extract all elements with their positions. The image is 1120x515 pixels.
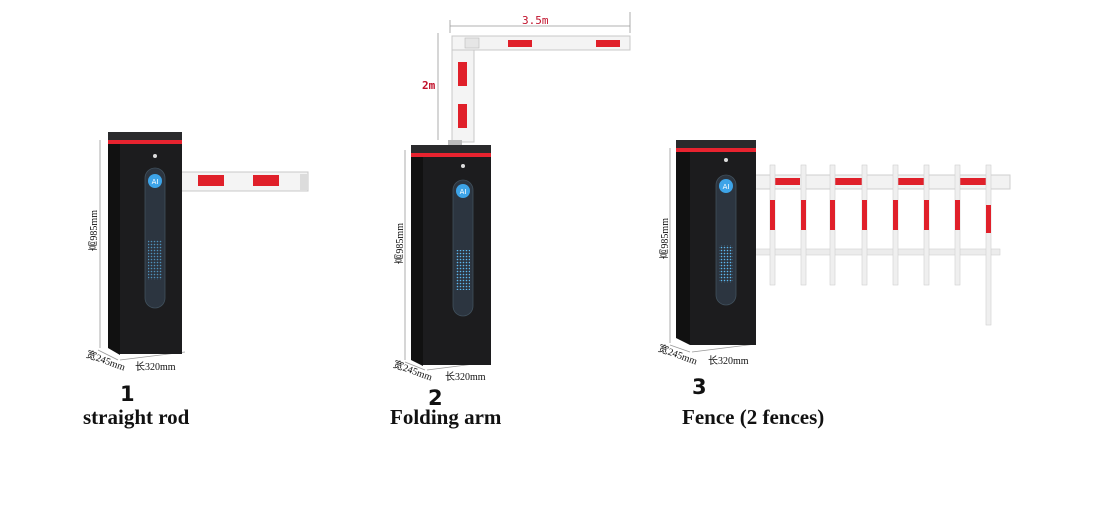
barrier-fence: AI 高985mm 宽245mm 长320mm 3 Fence (2 fence… — [0, 0, 1011, 429]
folding-arm-horizontal — [451, 35, 631, 51]
barrier-caption: Folding arm — [390, 405, 502, 429]
length-dimension-label: 长320mm — [445, 372, 486, 383]
barrier-caption: straight rod — [83, 405, 190, 429]
length-dimension-label: 长320mm — [135, 362, 176, 373]
fence-pickets — [769, 164, 992, 326]
length-dimension-label: 长320mm — [708, 356, 749, 367]
ai-badge-icon — [148, 174, 162, 188]
red-light-strip — [411, 153, 491, 157]
ai-badge-icon — [456, 184, 470, 198]
barrier-straight-rod: AI 高985mm 宽245mm 长320mm 1 straight rod — [0, 0, 309, 429]
height-dimension-label: 高985mm — [660, 218, 671, 259]
arm-height-label: 2m — [422, 79, 436, 92]
red-light-strip — [108, 140, 182, 144]
svg-text:AI: AI — [152, 178, 159, 186]
barrier-number: 3 — [692, 375, 707, 399]
ai-badge-icon — [719, 179, 733, 193]
fence-mid-rail — [751, 248, 1001, 256]
arm-length-label: 3.5m — [522, 14, 549, 27]
red-light-strip — [676, 148, 756, 152]
barrier-number: 2 — [428, 386, 443, 410]
barrier-number: 1 — [120, 382, 135, 406]
svg-text:AI: AI — [723, 183, 730, 191]
barrier-caption: Fence (2 fences) — [682, 405, 825, 429]
svg-text:AI: AI — [460, 188, 467, 196]
barrier-folding-arm: AI 3.5m 2m 高985mm 宽245mm 长320mm 2 Foldin… — [0, 0, 631, 429]
